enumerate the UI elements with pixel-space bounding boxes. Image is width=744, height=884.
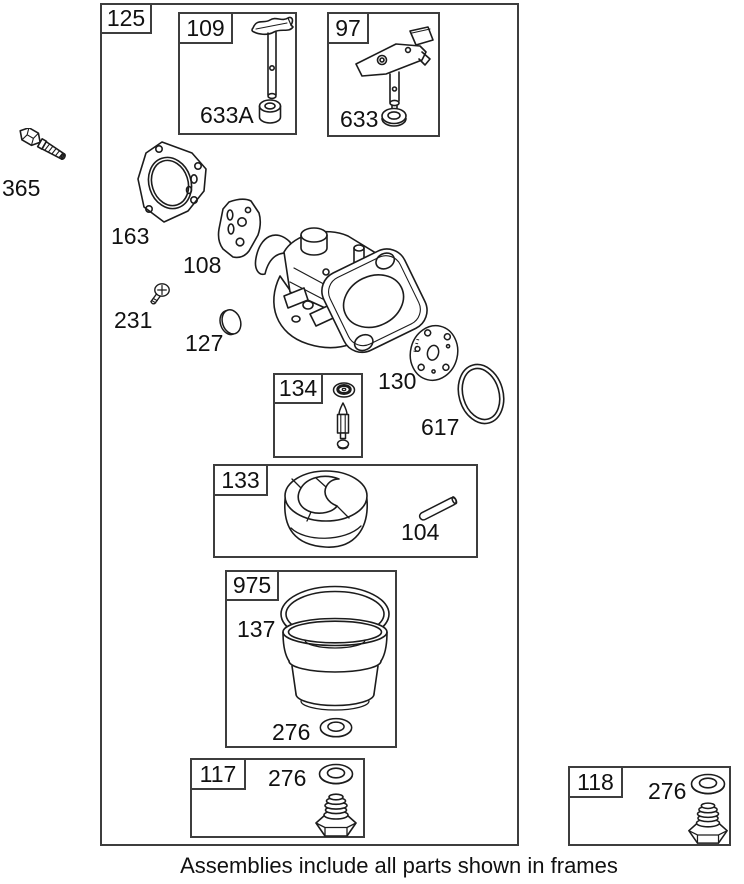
frame-118: [568, 766, 731, 846]
float-bowl-icon: [282, 617, 388, 711]
jet-plate-icon: [409, 324, 459, 382]
part-label-108: 108: [183, 254, 221, 277]
bushing-633a-icon: [258, 99, 282, 124]
mounting-bolt-icon: [19, 128, 66, 161]
part-label-104-text: 104: [401, 519, 440, 545]
frame-109-label-text: 109: [186, 14, 225, 41]
frame-133-label: 133: [213, 464, 268, 496]
part-label-617-text: 617: [421, 414, 460, 440]
valve-seat-icon: [332, 382, 356, 398]
throttle-plate-icon: [219, 309, 242, 336]
float-icon: [284, 470, 368, 548]
frame-134-label: 134: [273, 373, 323, 404]
frame-975: [225, 570, 397, 748]
frame-133: [213, 464, 478, 558]
part-label-365: 365: [2, 177, 40, 200]
part-label-130: 130: [378, 370, 416, 393]
frame-133-label-text: 133: [221, 466, 260, 493]
part-label-633: 633: [340, 108, 378, 131]
part-label-137: 137: [237, 618, 275, 641]
part-label-276-118: 276: [648, 780, 686, 803]
part-label-633-text: 633: [340, 106, 379, 132]
washer-276-117-icon: [316, 761, 356, 791]
frame-109: [178, 12, 297, 135]
frame-97: [327, 12, 440, 137]
part-label-276-117: 276: [268, 767, 306, 790]
part-label-127: 127: [185, 332, 223, 355]
choke-shaft-icon: [355, 26, 434, 109]
frame-118-label: 118: [568, 766, 623, 798]
frame-97-label-text: 97: [335, 14, 361, 41]
carburetor-body-icon: [254, 227, 428, 354]
caption: Assemblies include all parts shown in fr…: [104, 853, 694, 878]
part-label-163: 163: [111, 225, 149, 248]
part-label-276-975-text: 276: [272, 719, 311, 745]
part-label-276-117-text: 276: [268, 765, 307, 791]
bowl-bolt-117-icon: [314, 792, 358, 838]
bowl-bolt-118-icon: [686, 801, 730, 845]
carburetor-gasket-icon: [137, 141, 207, 223]
frame-125-label: 125: [100, 3, 152, 34]
frame-975-label: 975: [225, 570, 279, 601]
throttle-shaft-icon: [251, 16, 294, 100]
part-label-163-text: 163: [111, 223, 150, 249]
part-label-137-text: 137: [237, 616, 276, 642]
washer-276-975-icon: [317, 715, 355, 744]
frame-125-label-text: 125: [106, 5, 146, 31]
part-label-633a-text: 633A: [200, 102, 254, 128]
frame-117: [190, 758, 365, 838]
float-pin-icon: [418, 496, 458, 521]
part-label-127-text: 127: [185, 330, 224, 356]
spacer-gasket-icon: [217, 198, 262, 259]
frame-125: [100, 3, 519, 846]
caption-text: Assemblies include all parts shown in fr…: [180, 853, 618, 878]
washer-276-118-icon: [688, 771, 728, 801]
part-label-104: 104: [401, 521, 439, 544]
part-label-231: 231: [114, 309, 152, 332]
part-label-276-975: 276: [272, 721, 310, 744]
part-label-633a: 633A: [200, 104, 254, 127]
part-label-231-text: 231: [114, 307, 153, 333]
part-label-108-text: 108: [183, 252, 222, 278]
frame-109-label: 109: [178, 12, 233, 44]
frame-118-label-text: 118: [577, 768, 614, 795]
part-label-130-text: 130: [378, 368, 417, 394]
o-ring-icon: [457, 363, 505, 425]
screw-icon: [150, 283, 170, 305]
part-label-276-118-text: 276: [648, 778, 687, 804]
washer-633-icon: [381, 107, 407, 127]
frame-117-label-text: 117: [199, 760, 237, 787]
needle-valve-icon: [336, 402, 350, 450]
part-label-365-text: 365: [2, 175, 41, 201]
frame-97-label: 97: [327, 12, 369, 44]
frame-975-label-text: 975: [232, 572, 272, 598]
part-label-617: 617: [421, 416, 459, 439]
frame-117-label: 117: [190, 758, 246, 790]
frame-134-label-text: 134: [278, 375, 318, 401]
